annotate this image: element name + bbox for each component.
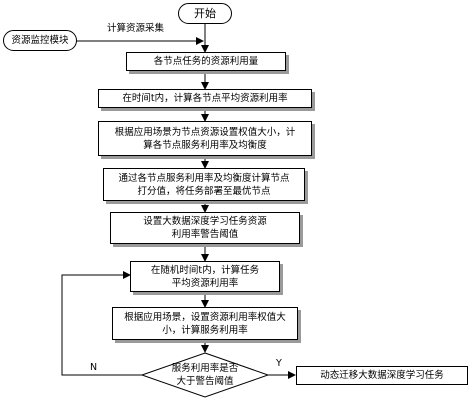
step2-text: 在时间t内，计算各节点平均资源利用率 (122, 93, 288, 104)
step1-box: 各节点任务的资源利用量 (126, 52, 286, 71)
yes-label: Y (276, 358, 282, 369)
monitor-module-node: 资源监控模块 (3, 30, 77, 51)
collect-label: 计算资源采集 (107, 23, 165, 34)
step2-box: 在时间t内，计算各节点平均资源利用率 (98, 89, 312, 108)
step7-text: 根据应用场景，设置资源利用率权值大 小，计算服务利用率 (124, 311, 286, 336)
end-action-box: 动态迁移大数据深度学习任务 (296, 366, 468, 385)
step5-box: 设置大数据深度学习任务资源 利用率警告阈值 (110, 212, 300, 244)
step7-box: 根据应用场景，设置资源利用率权值大 小，计算服务利用率 (112, 307, 298, 340)
start-node: 开始 (178, 3, 232, 24)
start-label: 开始 (194, 7, 216, 20)
step5-text: 设置大数据深度学习任务资源 利用率警告阈值 (143, 216, 267, 240)
arrow-no-loop (61, 271, 142, 376)
step6-box: 在随机时间t内，计算任务 平均资源利用率 (130, 261, 280, 292)
decision-diamond (140, 352, 270, 398)
step4-box: 通过各节点服务利用率及均衡度计算节点 打分值，将任务部署至最优节点 (103, 168, 305, 201)
no-label: N (90, 362, 98, 373)
monitor-module-label: 资源监控模块 (11, 35, 69, 46)
step3-box: 根据应用场景为节点资源设置权值大小，计 算各节点服务利用率及均衡度 (98, 121, 312, 156)
step3-text: 根据应用场景为节点资源设置权值大小，计 算各节点服务利用率及均衡度 (114, 126, 296, 151)
step6-text: 在随机时间t内，计算任务 平均资源利用率 (150, 264, 260, 289)
step1-text: 各节点任务的资源利用量 (153, 56, 259, 67)
decision-text: 服务利用率是否 大于警告阈值 (171, 363, 239, 387)
end-action-text: 动态迁移大数据深度学习任务 (320, 370, 444, 381)
step4-text: 通过各节点服务利用率及均衡度计算节点 打分值，将任务部署至最优节点 (118, 172, 290, 197)
